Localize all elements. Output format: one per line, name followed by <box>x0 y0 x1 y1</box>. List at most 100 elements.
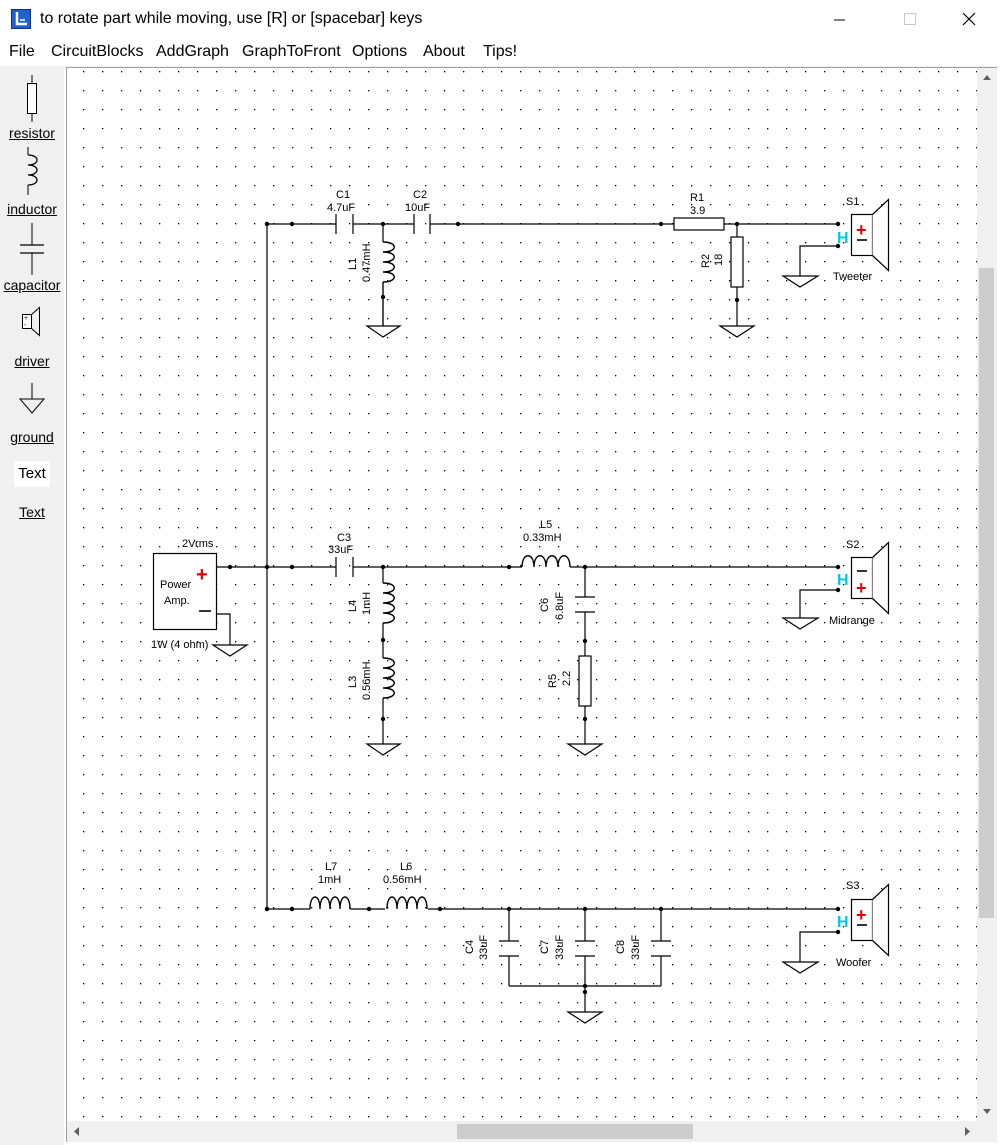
ground-icon <box>18 383 46 414</box>
speaker-s3[interactable]: + <box>850 883 890 957</box>
inductor-l6[interactable] <box>386 896 428 910</box>
menu-circuitblocks[interactable]: CircuitBlocks <box>51 43 144 60</box>
c8-value: 33uF <box>630 935 642 960</box>
inductor-l3[interactable] <box>382 657 395 699</box>
r2-value: 18 <box>713 254 725 266</box>
ground-symbol <box>780 275 821 288</box>
speaker-s2[interactable]: + <box>850 541 890 615</box>
capacitor-c7[interactable] <box>575 940 595 957</box>
maximize-button[interactable] <box>886 0 932 40</box>
r5-value: 2.2 <box>561 671 573 686</box>
palette-label-resistor: resistor <box>9 125 55 141</box>
capacitor-c8[interactable] <box>651 940 671 957</box>
r2-name: R2 <box>700 254 712 268</box>
menu-tips[interactable]: Tips! <box>483 43 518 60</box>
l7-value: 1mH <box>318 874 341 886</box>
resistor-r1[interactable] <box>673 217 725 231</box>
c7-name: C7 <box>539 940 551 954</box>
ground-symbol <box>565 1011 605 1024</box>
ground-symbol <box>210 644 250 657</box>
close-button[interactable] <box>946 0 992 40</box>
grid-dots <box>67 68 977 1121</box>
c2-name: C2 <box>413 189 427 201</box>
scroll-left-arrow-icon[interactable] <box>67 1121 87 1141</box>
canvas-frame <box>66 67 997 1142</box>
svg-text:-: - <box>24 322 27 329</box>
text-tool-icon[interactable]: Text <box>14 461 50 487</box>
vertical-scrollbar[interactable] <box>977 68 997 1121</box>
c1-name: C1 <box>336 189 350 201</box>
l5-name: L5 <box>540 519 552 531</box>
resistor-icon <box>27 75 37 122</box>
c3-value: 33uF <box>328 544 353 556</box>
l1-value: 0.47mH <box>361 243 373 282</box>
minimize-button[interactable] <box>816 0 862 40</box>
component-palette: resistor inductor capacitor + - driver <box>0 67 64 1145</box>
ground-symbol <box>717 325 757 338</box>
menu-graphtofront[interactable]: GraphToFront <box>242 43 341 60</box>
c3-name: C3 <box>337 532 351 544</box>
horizontal-scroll-thumb[interactable] <box>457 1124 693 1139</box>
capacitor-c4[interactable] <box>499 940 519 957</box>
c7-value: 33uF <box>554 935 566 960</box>
vertical-scroll-thumb[interactable] <box>979 268 994 918</box>
l4-value: 1mH <box>361 592 373 615</box>
c8-name: C8 <box>615 940 627 954</box>
r5-name: R5 <box>547 674 559 688</box>
menu-addgraph[interactable]: AddGraph <box>156 43 229 60</box>
menu-about[interactable]: About <box>423 43 465 60</box>
capacitor-icon <box>20 223 44 275</box>
inductor-l1[interactable] <box>382 241 395 283</box>
l3-name: L3 <box>347 676 359 688</box>
horizontal-scrollbar[interactable] <box>67 1121 977 1142</box>
ground-symbol <box>565 743 605 756</box>
schematic-canvas[interactable]: + + + + H H H 2Vrms Power Amp. 1W (4 ohm… <box>67 68 977 1121</box>
c4-name: C4 <box>464 940 476 954</box>
inductor-l5[interactable] <box>521 555 571 568</box>
r1-value: 3.9 <box>690 205 705 217</box>
svg-text:+: + <box>856 578 867 598</box>
c6-name: C6 <box>539 598 551 612</box>
amp-power-label: 1W (4 ohm) <box>151 639 208 651</box>
menu-file[interactable]: File <box>9 43 35 60</box>
inductor-l4[interactable] <box>382 582 395 624</box>
l6-value: 0.56mH <box>383 874 422 886</box>
amp-label-line2: Amp. <box>164 595 190 607</box>
capacitor-c2[interactable] <box>413 214 431 234</box>
svg-text:+: + <box>24 315 28 322</box>
l7-name: L7 <box>325 861 337 873</box>
menu-divider <box>0 66 1000 67</box>
l1-name: L1 <box>347 258 359 270</box>
capacitor-c6[interactable] <box>575 596 595 613</box>
ground-symbol <box>365 282 403 338</box>
resistor-r2[interactable] <box>730 236 744 288</box>
window-title: to rotate part while moving, use [R] or … <box>40 10 423 27</box>
ground-symbol <box>780 961 821 974</box>
capacitor-c1[interactable] <box>335 214 354 234</box>
s3-name: S3 <box>846 880 859 892</box>
menu-bar: File CircuitBlocks AddGraph GraphToFront… <box>0 40 1000 66</box>
inductor-l7[interactable] <box>309 896 351 910</box>
capacitor-c3[interactable] <box>335 557 354 577</box>
speaker-s1[interactable]: + <box>850 198 890 272</box>
amp-voltage-label: 2Vrms <box>182 538 214 550</box>
l5-value: 0.33mH <box>523 532 562 544</box>
s1-name: S1 <box>846 196 859 208</box>
svg-text:+: + <box>856 905 867 925</box>
resistor-r5[interactable] <box>578 655 592 707</box>
scroll-right-arrow-icon[interactable] <box>957 1121 977 1141</box>
l3-value: 0.56mH <box>361 661 373 700</box>
palette-label-text[interactable]: Text <box>19 504 45 520</box>
r1-name: R1 <box>690 192 704 204</box>
c1-value: 4.7uF <box>327 202 355 214</box>
palette-label-driver: driver <box>14 353 50 369</box>
scroll-down-arrow-icon[interactable] <box>977 1101 997 1121</box>
polarity-marker: H <box>837 230 849 247</box>
power-amp[interactable]: + <box>152 552 218 631</box>
c6-value: 6.8uF <box>554 592 566 620</box>
menu-options[interactable]: Options <box>352 43 408 60</box>
scroll-up-arrow-icon[interactable] <box>977 68 997 88</box>
s3-label: Woofer <box>836 957 872 969</box>
l6-name: L6 <box>400 861 412 873</box>
polarity-marker: H <box>837 572 849 589</box>
